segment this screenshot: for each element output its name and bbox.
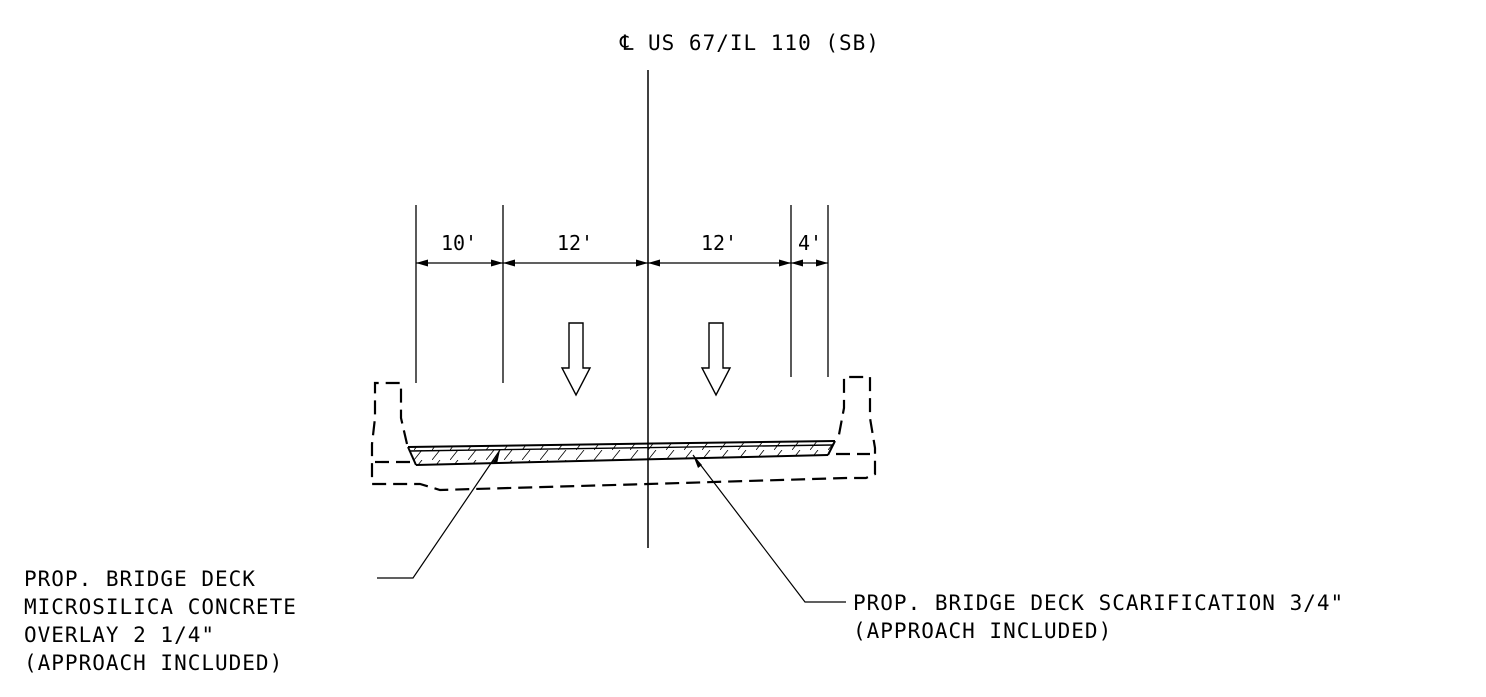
centerline-label: US 67/IL 110 (SB) [648,31,880,55]
deck-overlay-layer [407,440,836,466]
callout-line: OVERLAY 2 1/4" [24,623,215,647]
dimension-label: 12' [701,231,737,255]
dimension-label: 4' [798,231,822,255]
dimension-line [416,259,828,267]
callout-line: (APPROACH INCLUDED) [24,651,283,675]
right-callout: PROP. BRIDGE DECK SCARIFICATION 3/4" (AP… [853,591,1344,643]
callout-line: (APPROACH INCLUDED) [853,619,1112,643]
load-arrow-icon [560,322,592,397]
dimension-label: 10' [441,231,477,255]
leader-lines [377,449,846,603]
load-arrow-icon [700,322,732,397]
existing-deck-outline [370,375,877,492]
centerline-symbol: ℄ [619,31,634,55]
callout-line: MICROSILICA CONCRETE [24,595,297,619]
extension-lines [415,205,829,383]
left-callout: PROP. BRIDGE DECK MICROSILICA CONCRETE O… [24,567,297,675]
callout-line: PROP. BRIDGE DECK [24,567,256,591]
dimension-label: 12' [557,231,593,255]
callout-line: PROP. BRIDGE DECK SCARIFICATION 3/4" [853,591,1344,615]
